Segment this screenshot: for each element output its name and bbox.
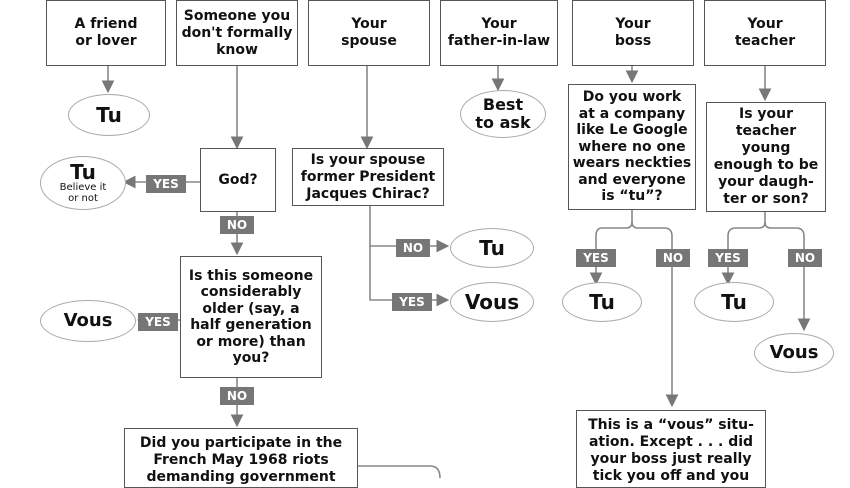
tag-no-google: NO [656,249,690,267]
connector-lines [101,66,811,478]
question-older: Is this someone considerably older (say,… [180,256,322,378]
answer-tu-god-note: Believe it or not [59,182,107,204]
question-may-1968: Did you participate in the French May 19… [124,428,358,488]
answer-tu-god-label: Tu [70,160,96,184]
tag-no-god: NO [220,216,254,234]
tag-yes-chirac: YES [392,293,432,311]
tag-yes-god: YES [146,175,186,193]
question-god: God? [200,148,276,212]
answer-vous-older: Vous [40,300,136,342]
answer-vous-teacher: Vous [754,333,834,373]
header-teacher: Your teacher [704,0,826,66]
tag-yes-older: YES [138,313,178,331]
question-vous-situation: This is a “vous” situ- ation. Except . .… [576,410,766,488]
question-chirac: Is your spouse former President Jacques … [292,148,444,206]
answer-tu-god: Tu Believe it or not [40,156,126,210]
answer-best-to-ask: Best to ask [460,90,546,138]
header-boss: Your boss [572,0,694,66]
tag-no-chirac: NO [396,239,430,257]
tag-yes-teacher: YES [708,249,748,267]
header-friend-lover: A friend or lover [46,0,166,66]
answer-vous-chirac-yes: Vous [450,282,534,322]
answer-tu-friend: Tu [68,94,150,136]
answer-tu-teacher: Tu [694,282,774,322]
tag-no-older: NO [220,387,254,405]
tag-no-teacher: NO [788,249,822,267]
tag-yes-google: YES [576,249,616,267]
header-spouse: Your spouse [308,0,430,66]
header-stranger: Someone you don't formally know [176,0,298,66]
question-google: Do you work at a company like Le Google … [568,84,696,210]
question-young-teacher: Is your teacher young enough to be your … [706,102,826,212]
header-father-in-law: Your father-in-law [440,0,558,66]
answer-tu-boss: Tu [562,282,642,322]
answer-tu-chirac-no: Tu [450,228,534,268]
